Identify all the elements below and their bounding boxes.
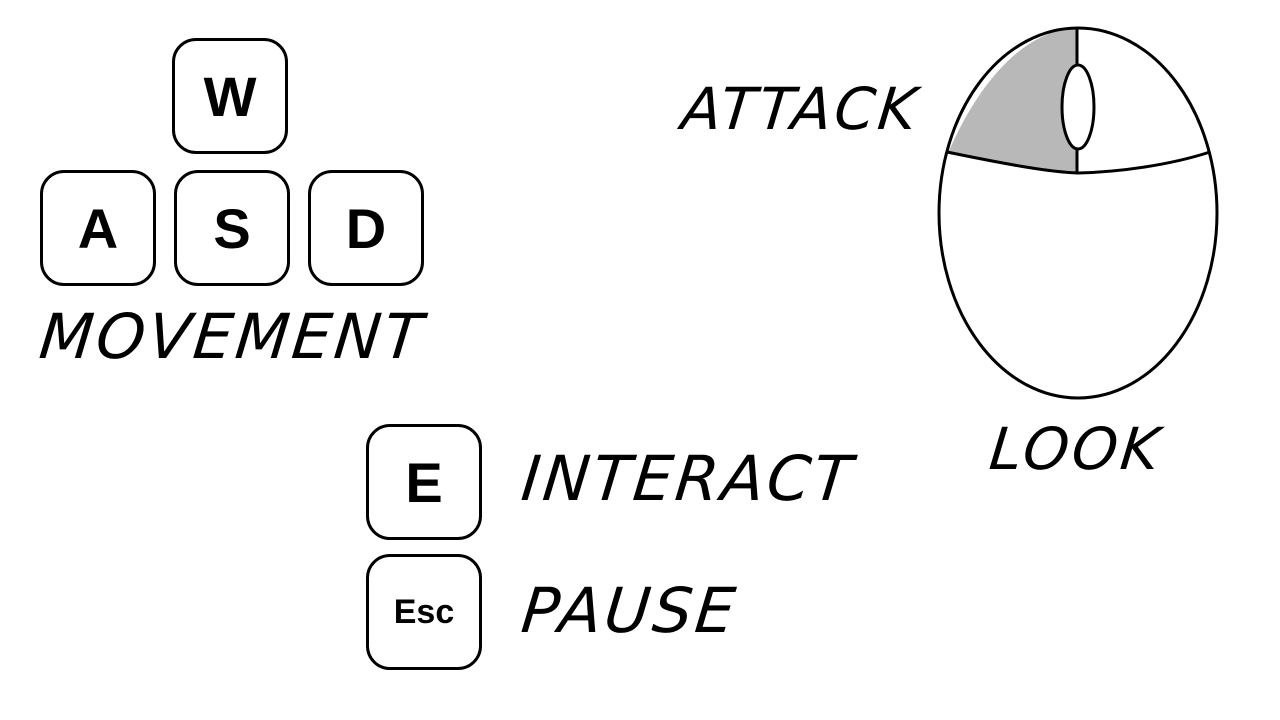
interact-label: INTERACT bbox=[518, 442, 859, 515]
movement-label: MOVEMENT bbox=[36, 300, 429, 373]
pause-label: PAUSE bbox=[518, 574, 742, 647]
attack-label: ATTACK bbox=[678, 75, 923, 143]
look-label: LOOK bbox=[986, 415, 1166, 483]
d-key: D bbox=[308, 170, 424, 286]
esc-key: Esc bbox=[366, 554, 482, 670]
s-key: S bbox=[174, 170, 290, 286]
scroll-wheel bbox=[1060, 63, 1096, 151]
e-key: E bbox=[366, 424, 482, 540]
left-mouse-button bbox=[948, 28, 1077, 172]
a-key: A bbox=[40, 170, 156, 286]
mouse-icon bbox=[937, 26, 1219, 400]
w-key: W bbox=[172, 38, 288, 154]
